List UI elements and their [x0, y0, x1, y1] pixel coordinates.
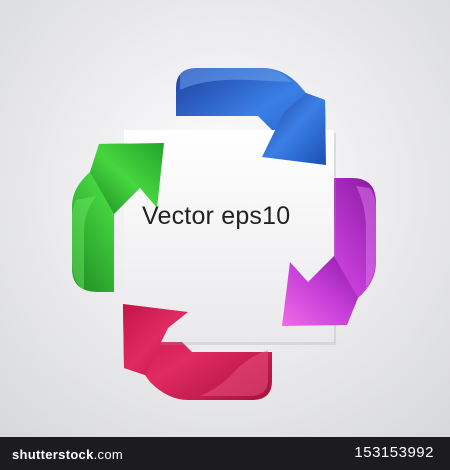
- magenta-arrow-front: [282, 256, 358, 326]
- caption-text: Vector eps10: [142, 202, 291, 230]
- green-arrow-front: [90, 143, 164, 214]
- watermark-bar: shutterstock.com 153153992: [0, 437, 450, 470]
- watermark-logo: shutterstock.com: [12, 447, 123, 462]
- watermark-site-main: shutterstock: [12, 447, 94, 462]
- watermark-site-suffix: .com: [93, 447, 123, 462]
- crimson-arrow-front: [123, 304, 188, 375]
- blue-arrow-front: [262, 93, 326, 165]
- watermark-image-number: 153153992: [354, 444, 434, 461]
